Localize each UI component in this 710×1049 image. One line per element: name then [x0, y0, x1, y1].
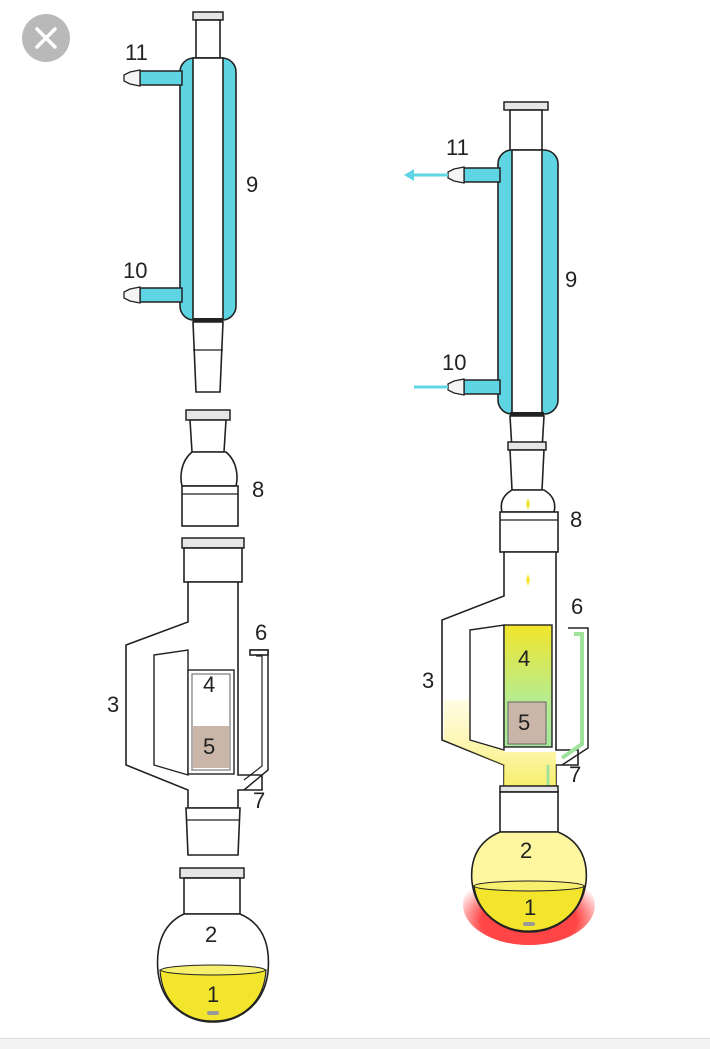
left-label-5: 5	[203, 734, 215, 759]
right-label-3: 3	[422, 668, 434, 693]
close-icon	[35, 27, 57, 49]
right-flask	[470, 791, 588, 933]
right-condenser-inner-tube	[511, 149, 543, 415]
left-extractor-lip	[181, 537, 245, 549]
right-label-7: 7	[569, 762, 581, 787]
right-inlet-arm	[463, 379, 501, 395]
right-adapter	[499, 441, 559, 553]
right-label-6: 6	[571, 594, 583, 619]
left-outlet-arm	[139, 70, 183, 86]
left-label-8: 8	[252, 477, 264, 502]
left-label-10: 10	[123, 258, 147, 283]
left-extractor-bottom-joint	[185, 807, 241, 856]
right-label-2: 2	[520, 838, 532, 863]
right-label-4: 4	[518, 646, 530, 671]
left-label-2: 2	[205, 922, 217, 947]
left-label-11: 11	[125, 40, 148, 65]
left-condenser-inner-tube	[192, 57, 224, 321]
right-extractor	[441, 551, 589, 896]
right-label-9: 9	[565, 267, 577, 292]
left-extractor-socket	[183, 547, 243, 583]
left-apparatus: 11 9 10 8 6 4 3 5 7 2 1	[107, 11, 270, 1023]
left-siphon-tube	[243, 649, 269, 791]
right-label-5: 5	[518, 710, 530, 735]
left-vapor-arm-inner	[153, 649, 189, 776]
left-condenser	[123, 11, 237, 393]
left-inlet-nib	[123, 286, 141, 304]
left-label-6: 6	[255, 620, 267, 645]
left-adapter-bulb	[180, 451, 238, 487]
close-button[interactable]	[22, 14, 70, 62]
right-label-10: 10	[442, 350, 466, 375]
left-extractor	[125, 537, 269, 856]
left-condenser-top-joint	[195, 19, 221, 59]
left-label-9: 9	[246, 172, 258, 197]
right-label-1: 1	[524, 895, 536, 920]
right-condenser-top-lip	[503, 101, 549, 111]
left-adapter	[180, 409, 239, 527]
left-condenser-top-lip	[192, 11, 224, 21]
left-sample	[193, 726, 229, 768]
right-apparatus: 11 9 10 8 6 4 3 5 7 2 1	[404, 101, 595, 945]
left-label-1: 1	[207, 982, 219, 1007]
left-condenser-bottom-joint	[192, 321, 224, 393]
left-adapter-lip	[185, 409, 231, 421]
left-flask	[156, 867, 270, 1023]
left-condenser-seal	[193, 318, 223, 322]
left-inlet-arm	[139, 287, 183, 303]
right-label-8: 8	[570, 507, 582, 532]
left-label-4: 4	[203, 672, 215, 697]
right-sample	[507, 701, 547, 745]
right-label-11: 11	[446, 135, 469, 160]
left-outlet-nib	[123, 69, 141, 87]
right-condenser	[404, 101, 559, 451]
right-outlet-arm	[463, 167, 501, 183]
left-adapter-socket	[181, 485, 239, 527]
right-siphon-tube	[561, 627, 589, 766]
bottom-edge	[0, 1038, 710, 1049]
left-label-7: 7	[253, 788, 265, 813]
left-flask-lip	[179, 867, 245, 879]
left-label-3: 3	[107, 692, 119, 717]
